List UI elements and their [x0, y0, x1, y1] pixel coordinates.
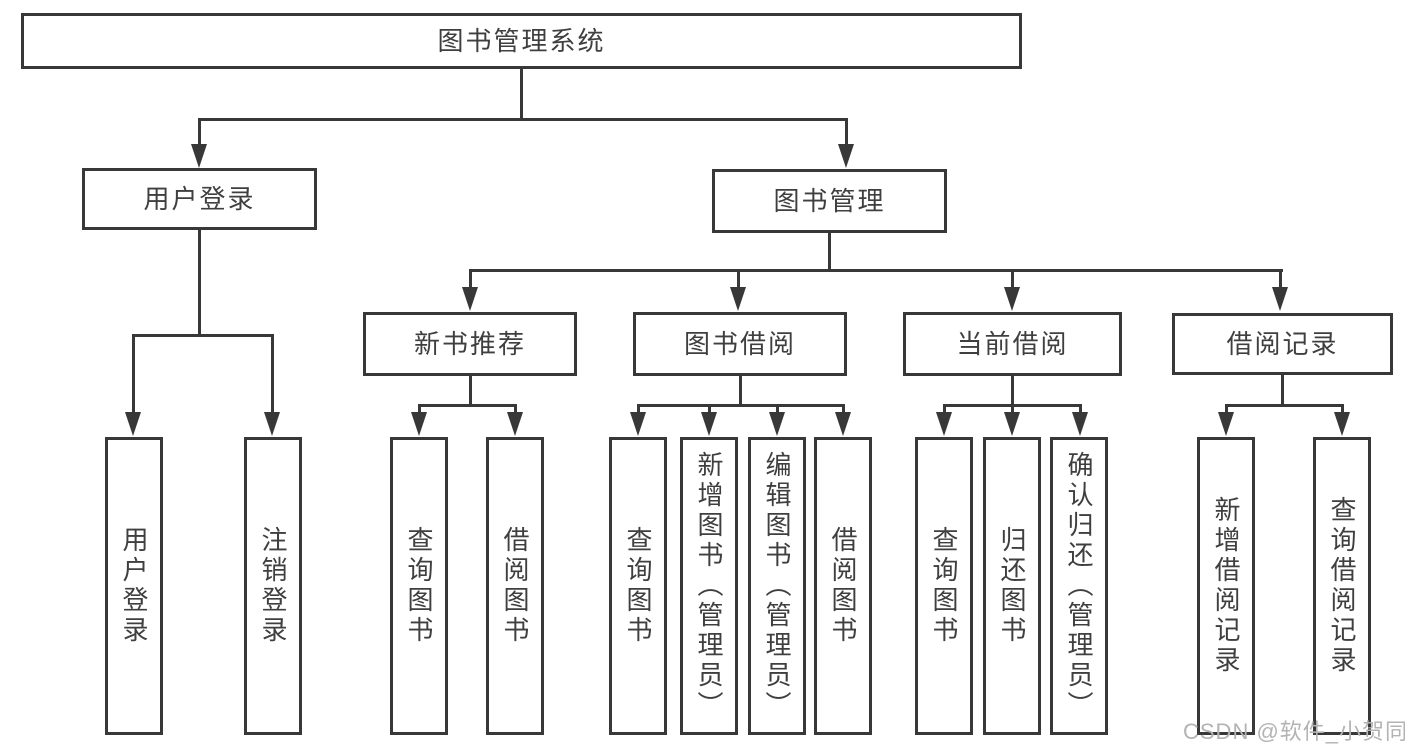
connector-stem-borrowing-records: [1280, 375, 1284, 406]
arrow-down-icon: [1004, 404, 1020, 436]
arrow-down-icon: [769, 404, 785, 436]
arrow-down-icon: [730, 269, 746, 311]
leaf-add-borrow-record: 新增借阅记录: [1197, 437, 1255, 735]
arrow-down-icon: [838, 118, 854, 168]
arrow-down-icon: [936, 404, 952, 436]
node-book-management: 图书管理: [712, 169, 947, 233]
node-borrowing-records: 借阅记录: [1172, 313, 1393, 375]
leaf-borrow-books: 借阅图书: [814, 437, 872, 735]
arrow-down-icon: [630, 404, 646, 436]
connector-rail-book-borrowing: [636, 404, 845, 407]
arrow-down-icon: [1072, 404, 1088, 436]
leaf-edit-books-admin: 编辑图书（管理员）: [748, 437, 806, 735]
arrow-down-icon: [1334, 404, 1350, 436]
leaf-user-login: 用户登录: [105, 437, 163, 735]
arrow-down-icon: [507, 404, 523, 436]
node-new-book-recommend: 新书推荐: [363, 312, 577, 376]
arrow-down-icon: [1004, 269, 1020, 311]
connector-rail-new-book-recommend: [417, 404, 517, 407]
arrow-down-icon: [1218, 404, 1234, 436]
connector-rail-user-login: [131, 334, 274, 337]
leaf-return-books: 归还图书: [983, 437, 1041, 735]
connector-rail-borrowing-records: [1224, 404, 1344, 407]
leaf-borrow-books-recommend: 借阅图书: [486, 437, 544, 735]
arrow-down-icon: [191, 118, 207, 168]
connector-stem-current-borrowing: [1010, 376, 1014, 406]
node-user-login: 用户登录: [82, 168, 317, 230]
arrow-down-icon: [1272, 269, 1288, 311]
node-library-system: 图书管理系统: [21, 13, 1022, 69]
connector-rail-root: [197, 118, 848, 121]
connector-rail-book-management: [468, 269, 1283, 272]
arrow-down-icon: [411, 404, 427, 436]
watermark: CSDN @软件_小贺同学: [1183, 719, 1405, 744]
connector-stem-root: [519, 69, 523, 120]
leaf-query-books-recommend: 查询图书: [390, 437, 448, 735]
arrow-down-icon: [264, 334, 280, 436]
node-current-borrowing: 当前借阅: [903, 312, 1122, 376]
connector-stem-book-management: [827, 233, 831, 271]
arrow-down-icon: [835, 404, 851, 436]
arrow-down-icon: [462, 269, 478, 311]
leaf-confirm-return-admin: 确认归还（管理员）: [1050, 437, 1108, 735]
arrow-down-icon: [701, 404, 717, 436]
connector-stem-user-login: [197, 230, 201, 336]
leaf-logout: 注销登录: [244, 437, 302, 735]
arrow-down-icon: [125, 334, 141, 436]
connector-stem-book-borrowing: [738, 376, 742, 406]
node-book-borrowing: 图书借阅: [633, 312, 847, 376]
leaf-query-books-borrowing: 查询图书: [609, 437, 667, 735]
leaf-query-books-current: 查询图书: [915, 437, 973, 735]
connector-stem-new-book-recommend: [468, 376, 472, 406]
leaf-query-borrow-record: 查询借阅记录: [1313, 437, 1371, 735]
leaf-add-books-admin: 新增图书（管理员）: [680, 437, 738, 735]
